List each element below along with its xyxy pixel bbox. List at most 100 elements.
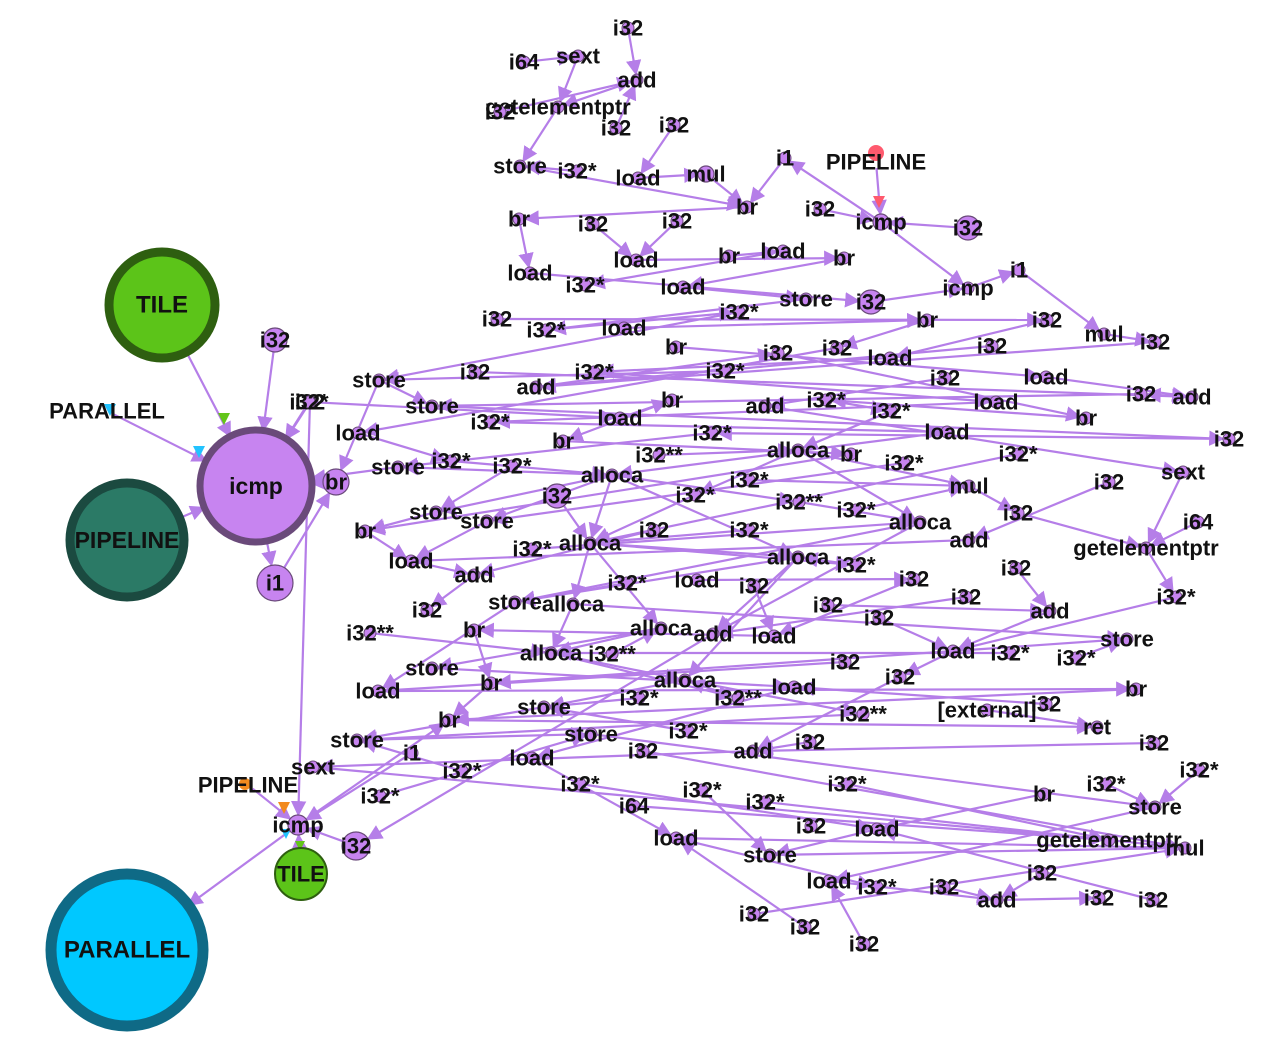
node-tile-tile_big[interactable]: TILE <box>104 247 220 363</box>
node-alloca-n72[interactable]: alloca <box>581 463 644 488</box>
node-i32-n51[interactable]: i32 <box>930 366 961 391</box>
node-store-n160[interactable]: store <box>1128 795 1182 820</box>
node-br-n67[interactable]: br <box>661 388 683 413</box>
node-i32-ptr-n65[interactable]: i32* <box>871 399 911 424</box>
node-load-n47[interactable]: load <box>1023 365 1068 390</box>
node-br-n75[interactable]: br <box>840 442 862 467</box>
node-i32-n40[interactable]: i32 <box>977 334 1008 359</box>
node-i32-n165[interactable]: i32 <box>796 814 827 839</box>
node-pipeline-pipe_lbl_top[interactable]: PIPELINE <box>826 150 926 175</box>
node-add-n174[interactable]: add <box>977 888 1016 913</box>
node-i32-n6[interactable]: i32 <box>485 100 516 125</box>
node-alloca-n112[interactable]: alloca <box>630 616 693 641</box>
node-i32-ptr-n38[interactable]: i32* <box>526 318 566 343</box>
node-i64-n2[interactable]: i64 <box>509 50 540 75</box>
node-add-n149[interactable]: add <box>733 739 772 764</box>
node-i32-ptr-n158[interactable]: i32* <box>1086 772 1126 797</box>
node-load-n61[interactable]: load <box>597 406 642 431</box>
node-i1-n13[interactable]: i1 <box>776 146 794 171</box>
node-parallel-parallel_big[interactable]: PARALLEL <box>45 868 209 1032</box>
node-br-n43[interactable]: br <box>665 335 687 360</box>
node-load-n27[interactable]: load <box>660 275 705 300</box>
node-i32-n116[interactable]: i32 <box>864 606 895 631</box>
node-i32-ptr-n155[interactable]: i32* <box>1179 758 1219 783</box>
node-sext-n66[interactable]: sext <box>1161 460 1206 485</box>
node-i32-ptr-n92[interactable]: i32* <box>729 518 769 543</box>
node-i32-ptr-n106[interactable]: i32* <box>607 571 647 596</box>
node-i32-n36[interactable]: i32 <box>1032 308 1063 333</box>
node-i32-ptr-n172[interactable]: i32* <box>857 875 897 900</box>
node-getelementptr-n5[interactable]: getelementptr <box>485 95 631 120</box>
node-i32-ptr-n83[interactable]: i32* <box>675 483 715 508</box>
node-load-n171[interactable]: load <box>806 869 851 894</box>
node-load-n11[interactable]: load <box>615 166 660 191</box>
node-i32-ptr-n128[interactable]: i32* <box>990 641 1030 666</box>
node-sext-n151[interactable]: sext <box>291 755 336 780</box>
node-i32-n46[interactable]: i32 <box>822 336 853 361</box>
node-store-n73[interactable]: store <box>371 455 425 480</box>
node-br-n135[interactable]: br <box>1125 677 1147 702</box>
node-store-n143[interactable]: store <box>330 728 384 753</box>
node-br-n22[interactable]: br <box>508 207 530 232</box>
node-ret-n142[interactable]: ret <box>1083 715 1112 740</box>
node-getelementptr-n95[interactable]: getelementptr <box>1073 536 1219 561</box>
node-i32-ptr-n56[interactable]: i32* <box>289 390 329 415</box>
node-load-n168[interactable]: load <box>854 817 899 842</box>
node-i32-ptr-n85[interactable]: i32* <box>836 498 876 523</box>
node-alloca-n97[interactable]: alloca <box>767 545 830 570</box>
node-alloca-n99[interactable]: alloca <box>889 510 952 535</box>
node-i1-n30[interactable]: i1 <box>1010 258 1028 283</box>
node-pipeline-pipeline_big[interactable]: PIPELINE <box>65 478 189 602</box>
node-i32-n153[interactable]: i32 <box>628 739 659 764</box>
node-br-n_br_a[interactable]: br <box>322 468 350 496</box>
node-load-n126[interactable]: load <box>930 639 975 664</box>
node-icmp-icmp_bot[interactable]: icmp <box>272 813 323 838</box>
node-load-n96[interactable]: load <box>388 549 433 574</box>
node-i32-ptr-n161[interactable]: i32* <box>827 772 867 797</box>
node-i32-n82[interactable]: i32 <box>542 483 573 509</box>
node-alloca-n93[interactable]: alloca <box>559 531 622 556</box>
node-store-n169[interactable]: store <box>743 843 797 868</box>
node-alloca-n74[interactable]: alloca <box>767 438 830 463</box>
node-load-n33[interactable]: load <box>601 316 646 341</box>
node-icmp-n29[interactable]: icmp <box>942 276 993 301</box>
node-i64-n164[interactable]: i64 <box>619 794 650 819</box>
node-i32-ptr-ptr-n141[interactable]: i32** <box>839 702 887 727</box>
node-load-n147[interactable]: load <box>509 746 554 771</box>
node-i32-n17[interactable]: i32 <box>953 215 984 241</box>
node-br-n18[interactable]: br <box>718 244 740 269</box>
node-br-n129[interactable]: br <box>480 671 502 696</box>
node-mul-n12[interactable]: mul <box>686 162 725 187</box>
node-i32-n1[interactable]: i32 <box>613 16 644 41</box>
node-i32-n_i32_a[interactable]: i32 <box>260 327 291 353</box>
node-br-n55[interactable]: br <box>1075 406 1097 431</box>
node-i32-n137[interactable]: i32 <box>1031 692 1062 717</box>
node-add-n59[interactable]: add <box>745 394 784 419</box>
node-i32-ptr-n53[interactable]: i32* <box>705 359 745 384</box>
node-i1-n_i1_a[interactable]: i1 <box>256 564 294 602</box>
node-load-n167[interactable]: load <box>653 826 698 851</box>
node-i32-ptr-n152[interactable]: i32* <box>442 759 482 784</box>
node-br-n34[interactable]: br <box>916 308 938 333</box>
node-store-n57[interactable]: store <box>405 394 459 419</box>
node-store-n139[interactable]: store <box>517 695 571 720</box>
node-i32-ptr-n69[interactable]: i32* <box>431 449 471 474</box>
node-i32-ptr-n145[interactable]: i32* <box>668 719 708 744</box>
node-i32-n131[interactable]: i32 <box>885 665 916 690</box>
node-sext-n3[interactable]: sext <box>556 44 601 69</box>
node-i32-ptr-n68[interactable]: i32* <box>692 421 732 446</box>
node-i32-n177[interactable]: i32 <box>739 902 770 927</box>
node-i32-n107[interactable]: i32 <box>739 574 770 599</box>
node-i32-n115[interactable]: i32 <box>813 593 844 618</box>
node-br-n118[interactable]: br <box>463 618 485 643</box>
node-i32-n176[interactable]: i32 <box>1138 888 1169 913</box>
node-add-n49[interactable]: add <box>1172 385 1211 410</box>
node-getelementptr-n163[interactable]: getelementptr <box>1036 828 1182 853</box>
node-i1-n146[interactable]: i1 <box>403 741 421 766</box>
node-i32-ptr-n136[interactable]: i32* <box>619 686 659 711</box>
node-add-n42[interactable]: add <box>516 375 555 400</box>
node-load-n54[interactable]: load <box>973 390 1018 415</box>
node-i32-ptr-ptr-n71[interactable]: i32** <box>635 443 683 468</box>
node-i32-n62[interactable]: i32 <box>1214 427 1245 452</box>
node-load-n25[interactable]: load <box>507 261 552 286</box>
